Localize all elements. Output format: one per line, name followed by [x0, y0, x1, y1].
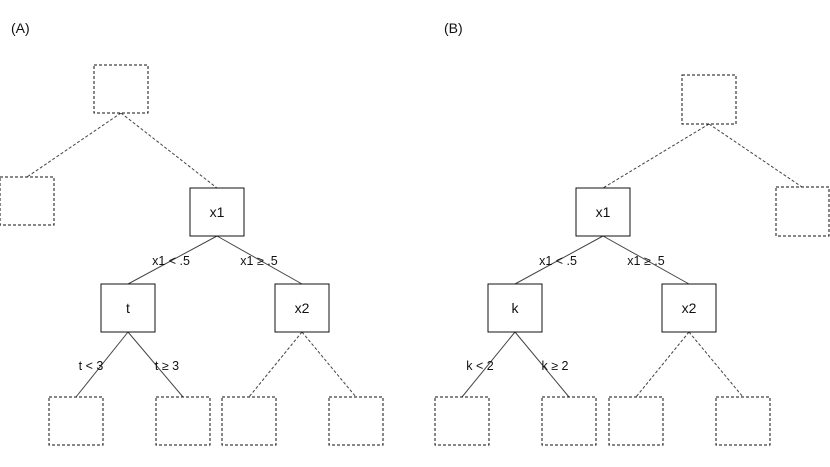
edge-left-left: [75, 331, 129, 398]
edge-top-to-root: [602, 123, 710, 189]
leaf-node: [715, 396, 771, 446]
left-split-node: [100, 283, 156, 333]
edge-left-right: [514, 331, 570, 398]
edge-root-left: [127, 235, 218, 285]
right-split-label: x2: [682, 300, 697, 316]
edge-root-left: [514, 235, 604, 285]
leaf-node: [434, 396, 490, 446]
root-node-label: x1: [596, 204, 611, 220]
edge-label-left-right: t ≥ 3: [155, 359, 179, 373]
leaf-node: [541, 396, 597, 446]
leaf-node: [48, 396, 104, 446]
right-empty-node: [775, 186, 830, 237]
top-empty-node: [93, 64, 149, 114]
edge-right-right: [688, 331, 744, 398]
panel-b-label: (B): [444, 20, 463, 36]
left-split-label: k: [512, 300, 520, 316]
left-empty-node: [0, 176, 55, 226]
leaf-node: [608, 396, 664, 446]
edge-label-root-right: x1 ≥ .5: [627, 254, 664, 268]
top-empty-node: [681, 74, 737, 125]
right-split-label: x2: [295, 300, 310, 316]
edge-root-right: [602, 235, 690, 285]
edge-label-root-left: x1 < .5: [539, 254, 577, 268]
leaf-node: [328, 396, 384, 446]
edge-label-root-right: x1 ≥ .5: [240, 254, 277, 268]
edge-top-to-empty-left: [26, 112, 122, 178]
edge-left-right: [127, 331, 184, 398]
panel-a-label: (A): [11, 20, 30, 36]
edge-root-right: [216, 235, 303, 285]
edge-top-to-empty-right: [708, 123, 803, 188]
root-node: [189, 187, 245, 237]
right-split-node: [274, 283, 330, 333]
edge-right-left: [635, 331, 690, 398]
left-split-label: t: [126, 300, 130, 316]
root-node-label: x1: [210, 204, 225, 220]
right-split-node: [661, 283, 717, 333]
edge-left-left: [461, 331, 516, 398]
panel-b-tree: x1 k x2 x1 < .5 x1 ≥ .5 k < 2 k ≥ 2: [434, 74, 830, 446]
edge-label-left-right: k ≥ 2: [541, 359, 568, 373]
edge-right-right: [301, 331, 357, 398]
root-node: [575, 187, 631, 237]
panel-a-tree: x1 t x2 x1 < .5 x1 ≥ .5 t < 3 t ≥ 3: [0, 64, 384, 446]
leaf-node: [221, 396, 277, 446]
edge-label-left-left: t < 3: [79, 359, 104, 373]
leaf-node: [155, 396, 211, 446]
edge-top-to-root: [120, 112, 218, 189]
edge-right-left: [248, 331, 303, 398]
edge-label-root-left: x1 < .5: [152, 254, 190, 268]
left-split-node: [487, 283, 543, 333]
edge-label-left-left: k < 2: [466, 359, 493, 373]
